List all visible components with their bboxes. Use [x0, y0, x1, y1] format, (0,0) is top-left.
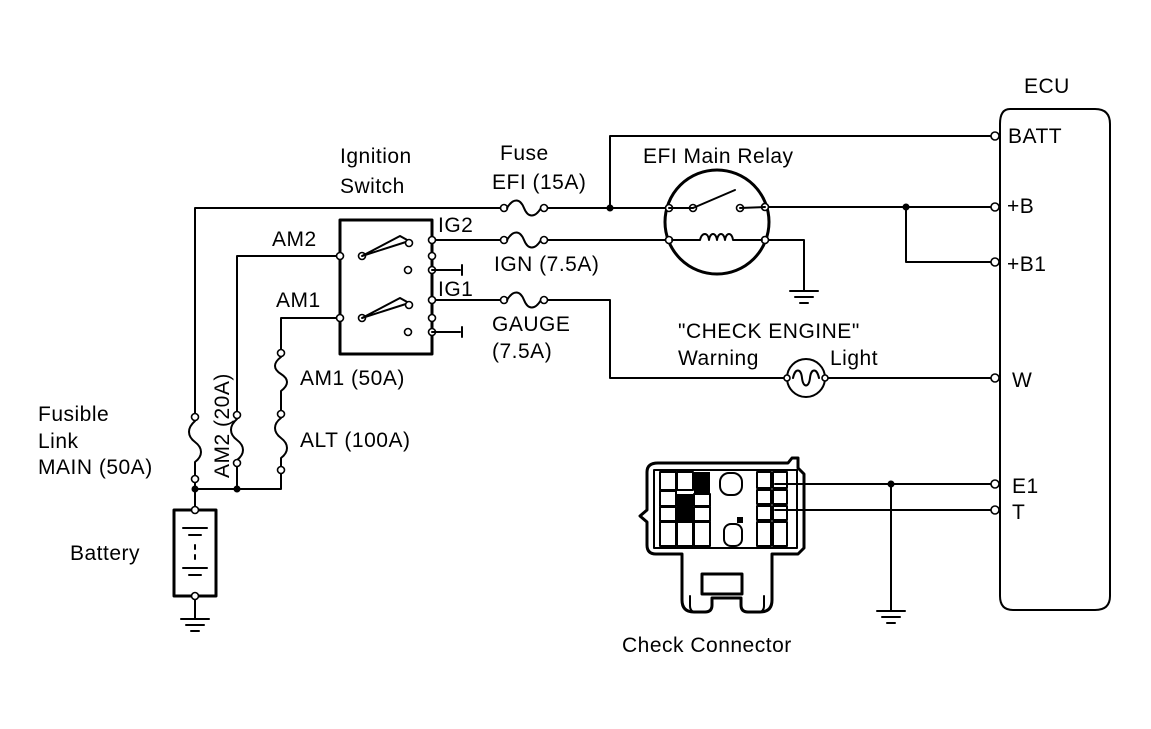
- fusible-link-am1-label: AM1 (50A): [300, 367, 405, 390]
- wires: [194, 135, 996, 619]
- efi-main-relay: EFI Main Relay: [643, 145, 794, 276]
- ecu-title: ECU: [1024, 75, 1070, 98]
- fusible-link-alt: [274, 417, 288, 475]
- ground-symbol-connector: [876, 610, 906, 624]
- ecu-terminal-e1: E1: [1012, 475, 1039, 498]
- ecu-terminal-t: T: [1012, 501, 1025, 524]
- ignition-switch-label-line2: Switch: [340, 175, 405, 198]
- ig2-terminal-label: IG2: [438, 214, 473, 237]
- check-connector: Check Connector: [622, 456, 806, 657]
- check-engine-warning-light: [783, 358, 829, 398]
- am1-terminal-label: AM1: [276, 289, 321, 312]
- fusible-link-main: [188, 412, 202, 484]
- fuse-word-label: Fuse: [500, 142, 549, 165]
- check-engine-label-light: Light: [830, 347, 878, 370]
- fuse-efi: [499, 199, 549, 217]
- efi-main-relay-label: EFI Main Relay: [643, 145, 794, 168]
- fuse-gauge-label-line2: (7.5A): [492, 340, 552, 363]
- ig1-terminal-label: IG1: [438, 278, 473, 301]
- junction-dots: [191, 203, 910, 493]
- fusible-link-am2-label: AM2 (20A): [211, 373, 234, 478]
- check-engine-label-warning: Warning: [678, 347, 759, 370]
- fusible-link-am1: [274, 348, 288, 419]
- check-connector-label: Check Connector: [622, 634, 792, 657]
- check-engine-label-line1: "CHECK ENGINE": [678, 320, 860, 343]
- ecu-terminal-circles: [990, 131, 1000, 515]
- ecu-terminal-b1: +B1: [1007, 253, 1046, 276]
- ground-symbol-battery: [180, 618, 210, 632]
- fusible-link-main-label-line3: MAIN (50A): [38, 456, 153, 479]
- ecu-terminal-b: +B: [1007, 195, 1034, 218]
- ecu-terminal-w: W: [1012, 369, 1032, 392]
- fuse-gauge-label-line1: GAUGE: [492, 313, 570, 336]
- ecu-unit: ECU BATT +B +B1 W E1 T: [999, 75, 1111, 611]
- battery-label: Battery: [70, 542, 140, 565]
- ecu-terminal-batt: BATT: [1008, 125, 1062, 148]
- fuse-gauge: [499, 291, 549, 309]
- battery: Battery: [70, 505, 218, 601]
- fuse-ign: [499, 231, 549, 249]
- ground-symbol-relay: [789, 290, 819, 304]
- fusible-link-am2: [230, 410, 244, 468]
- fusible-link-alt-label: ALT (100A): [300, 429, 410, 452]
- fuse-efi-label: EFI (15A): [492, 171, 586, 194]
- am2-terminal-label: AM2: [272, 228, 317, 251]
- fusible-link-main-label-line2: Link: [38, 430, 79, 453]
- ignition-switch: Ignition Switch AM2 AM1 IG2 IG1: [272, 145, 473, 356]
- fusible-link-main-label-line1: Fusible: [38, 403, 109, 426]
- fuse-ign-label: IGN (7.5A): [494, 253, 599, 276]
- ignition-switch-label-line1: Ignition: [340, 145, 412, 168]
